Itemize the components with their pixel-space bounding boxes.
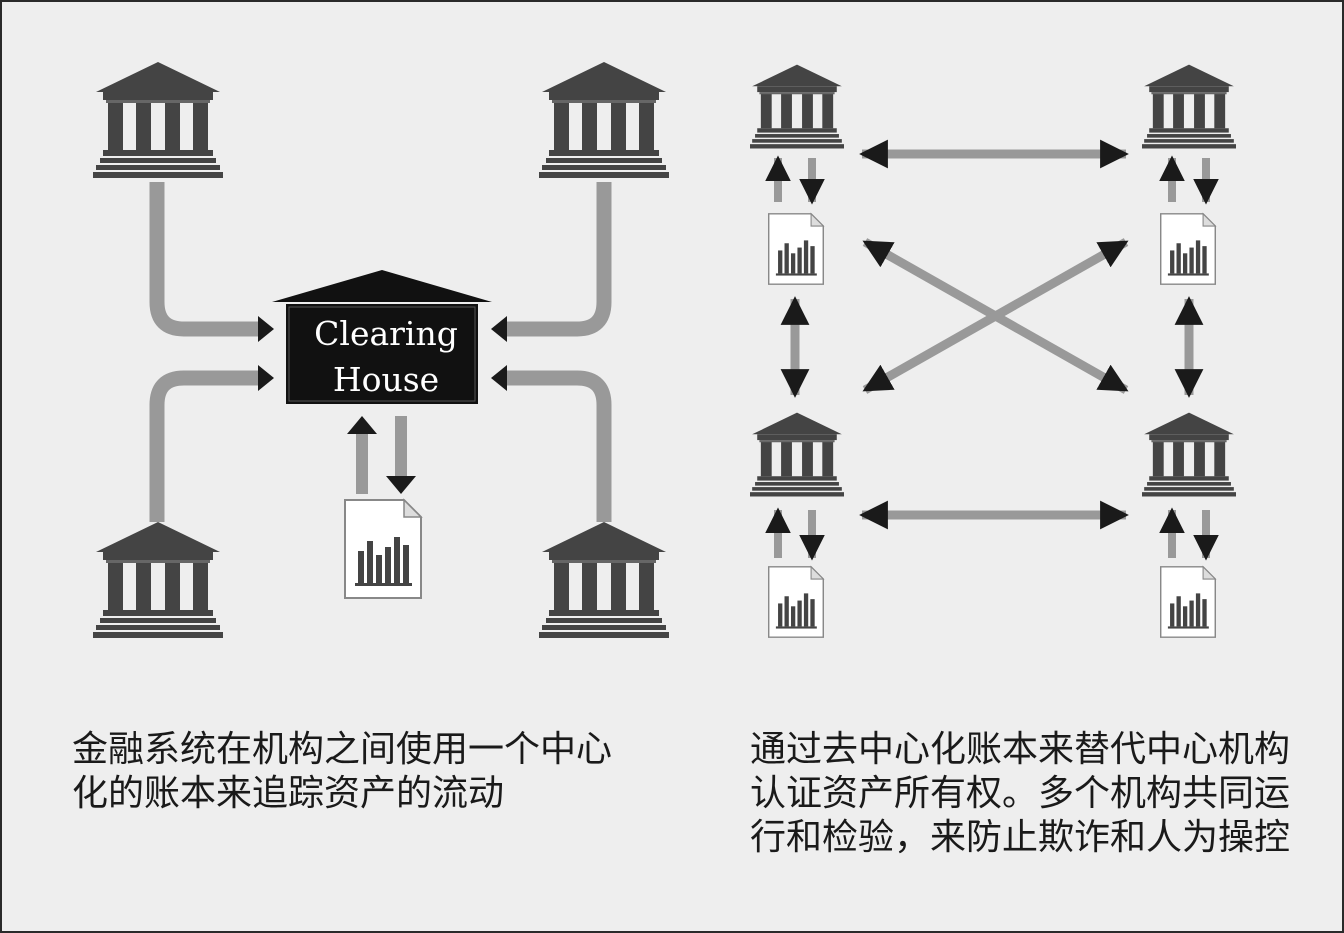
bank-icon [1142, 64, 1236, 149]
document-chart-icon [1159, 566, 1217, 638]
bank-icon [750, 64, 844, 149]
connector-bottom-right [491, 365, 612, 522]
ledger-sync-arrows [765, 155, 1219, 561]
clearing-house-icon: Clearing House [272, 270, 492, 404]
bank-icon [93, 62, 223, 178]
document-chart-icon [767, 566, 825, 638]
bank-icon [1142, 412, 1236, 497]
centralized-caption: 金融系统在机构之间使用一个中心 化的账本来追踪资产的流动 [72, 729, 613, 814]
bank-icon [93, 522, 223, 638]
decentralized-caption: 通过去中心化账本来替代中心机构 认证资产所有权。多个机构共同运 行和检验，来防止… [750, 729, 1291, 858]
ledger-flow-arrows [347, 416, 416, 494]
connector-bottom-left [149, 365, 274, 522]
clearing-house-label-line2: House [333, 360, 439, 399]
document-chart-icon [767, 213, 825, 285]
connector-top-right [491, 182, 612, 342]
clearing-house-label-line1: Clearing [314, 314, 458, 353]
bank-icon [539, 62, 669, 178]
document-chart-icon [1159, 213, 1217, 285]
bank-icon [539, 522, 669, 638]
bank-connections [780, 139, 1204, 530]
bank-icon [750, 412, 844, 497]
decentralized-panel [750, 64, 1236, 638]
connector-top-left [149, 182, 274, 342]
document-chart-icon [344, 499, 422, 599]
centralized-panel: Clearing House [93, 62, 669, 638]
